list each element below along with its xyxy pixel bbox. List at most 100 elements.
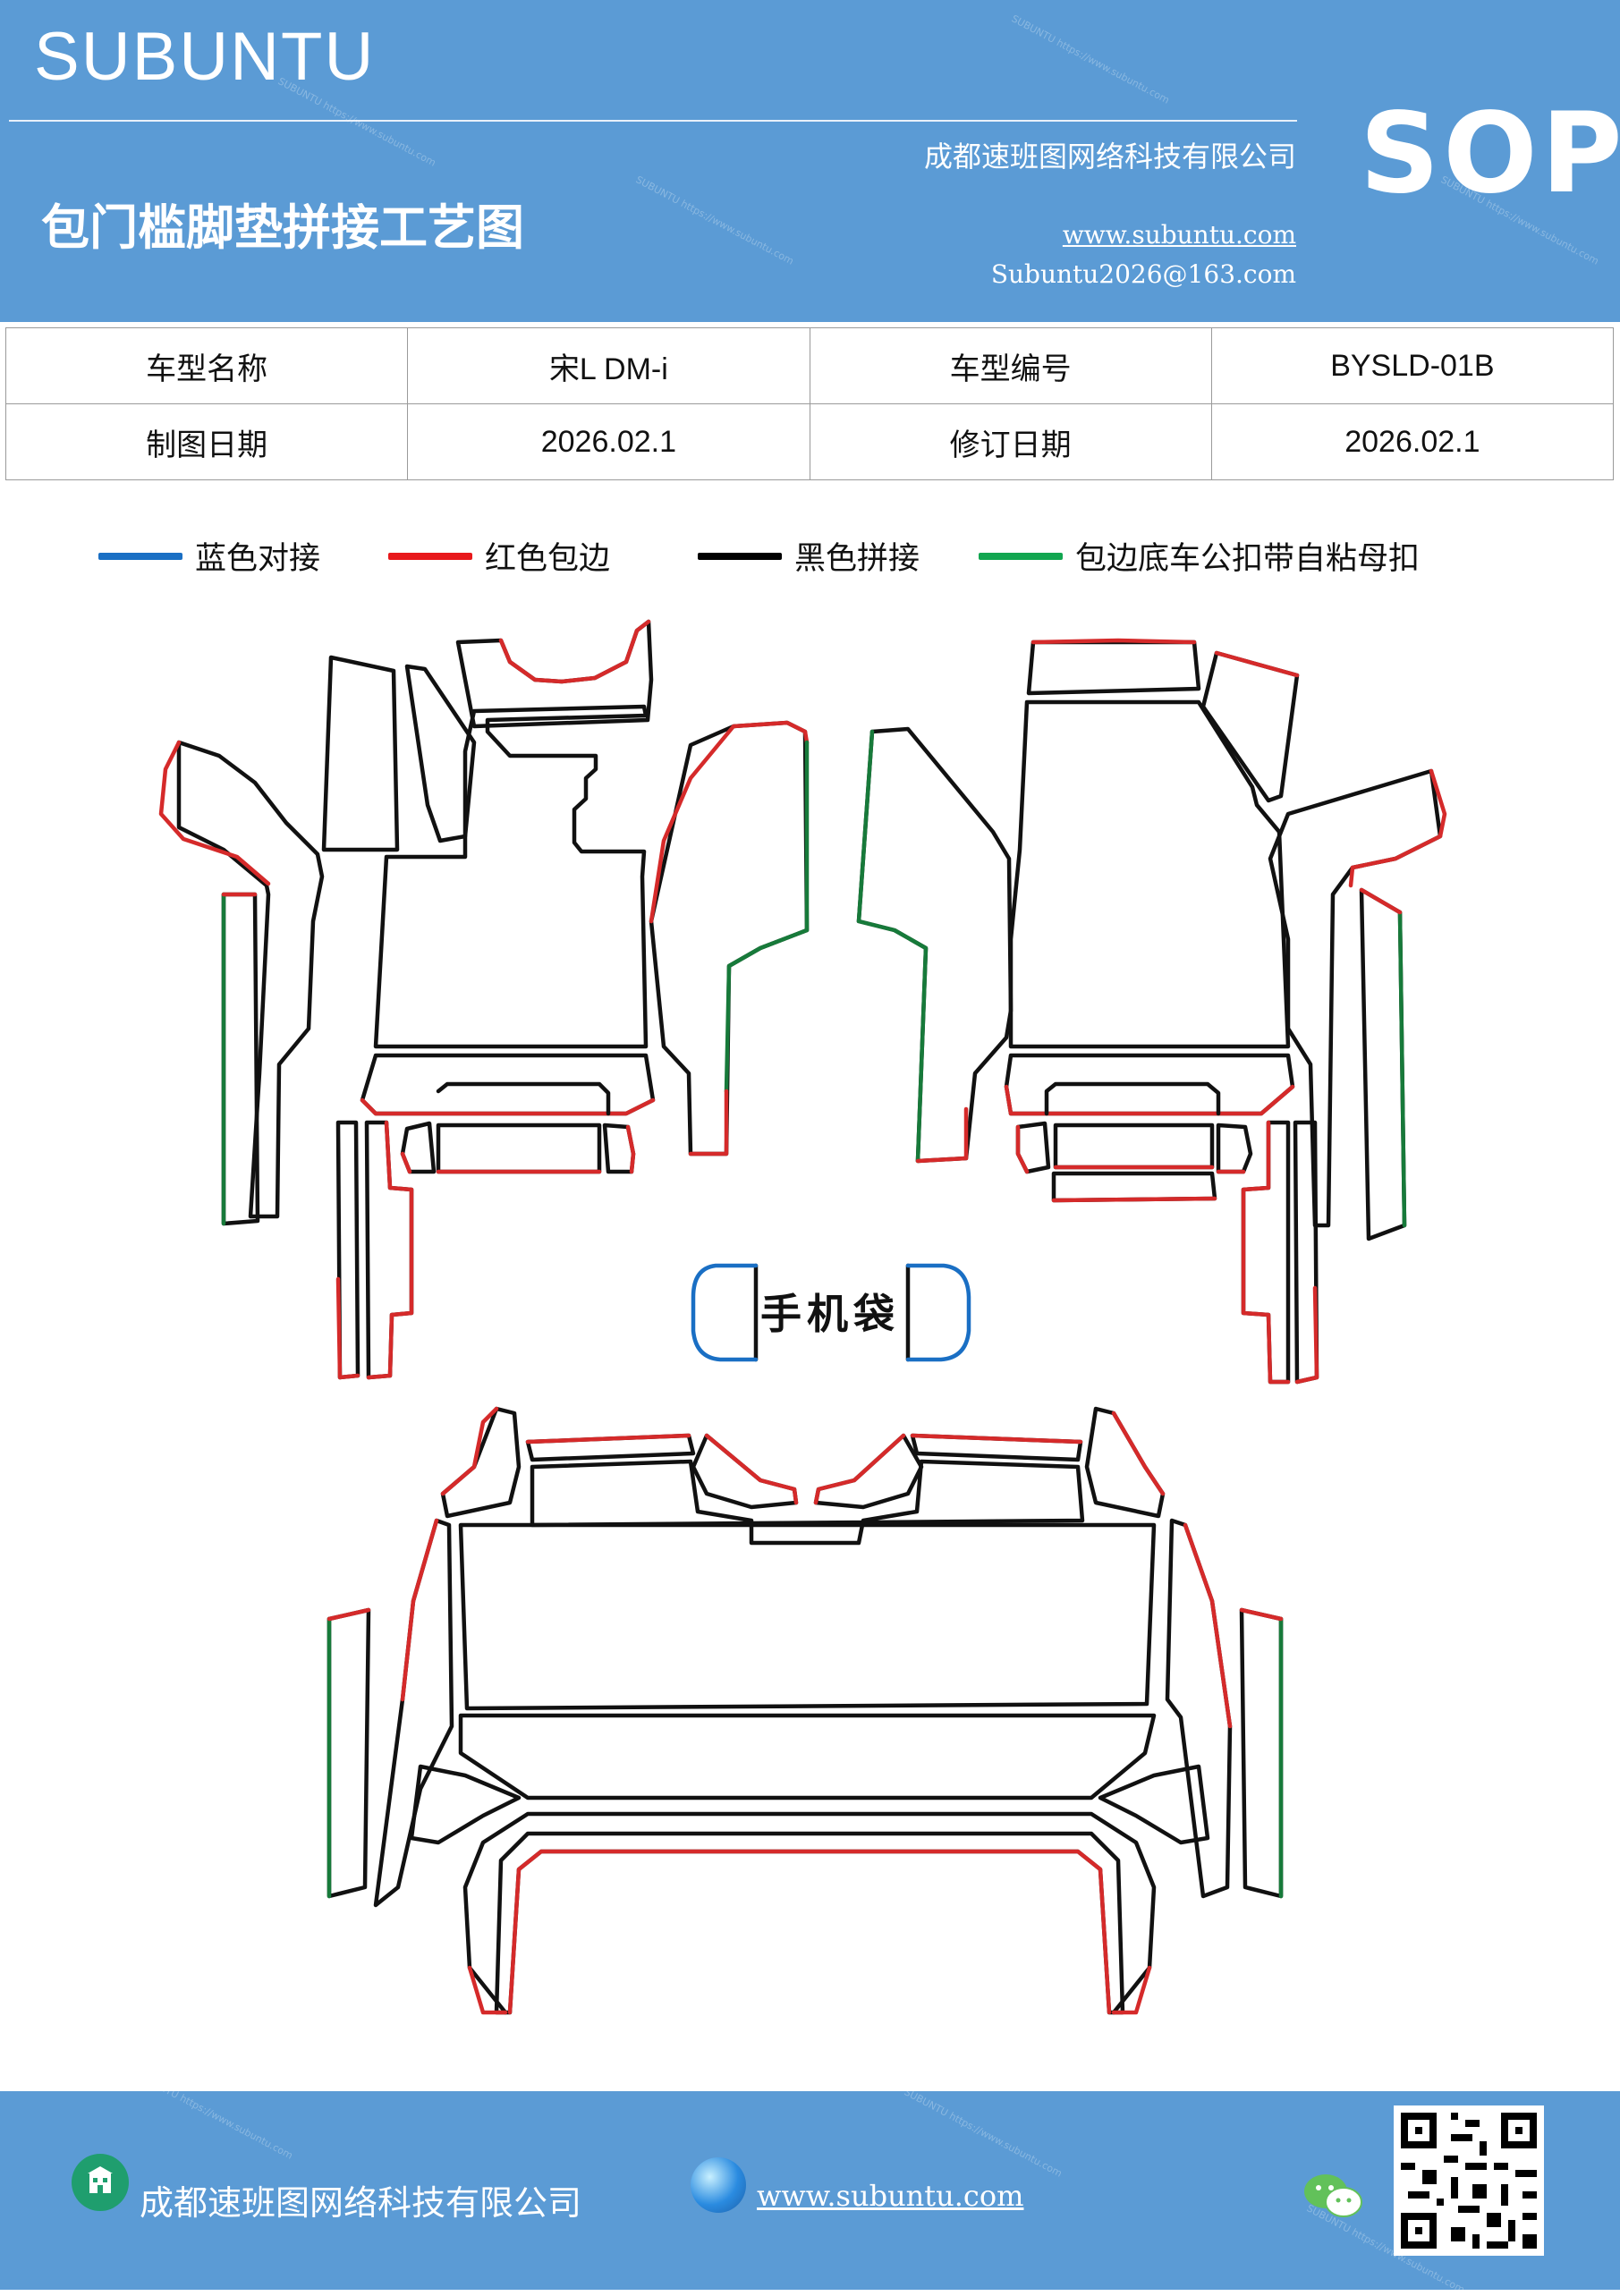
front-right-bottom-inner [1044,1081,1221,1116]
rear-upper-panel [530,1459,1085,1546]
rear-inner-wing-right [1098,1764,1210,1845]
footer-company: 成都速班图网络科技有限公司 [140,2183,582,2223]
document-title: 包门槛脚垫拼接工艺图 [41,199,524,256]
rear-right-outer-strip-red [1239,1607,1284,1622]
lower-side-left-red [400,1151,412,1174]
lower-bar-right [1051,1171,1217,1203]
rear-left-pillar [373,1518,454,1908]
front-right-bottom-bar-red [1004,1084,1295,1116]
page-footer: 成都速班图网络科技有限公司 www.subuntu.com [0,2068,1620,2296]
rear-footwell [494,1831,1125,2015]
header-company: 成都速班图网络科技有限公司 [923,140,1296,174]
page-header: SUBUNTU 包门槛脚垫拼接工艺图 成都速班图网络科技有限公司 www.sub… [0,0,1620,322]
model-name-label: 车型名称 [4,327,409,404]
rear-side-cap-right [1084,1406,1166,1519]
table-row: 制图日期 2026.02.1 修订日期 2026.02.1 [4,403,1615,480]
rear-left-pillar-red [400,1518,439,1702]
lower-side-right-b [1216,1123,1253,1174]
draw-date-value: 2026.02.1 [407,403,810,480]
rear-notch-left-red [704,1433,799,1505]
legend: 蓝色对接 红色包边 黑色拼接 包边底车公扣带自粘母扣 [0,533,1620,578]
lower-side-right-red [625,1124,636,1174]
rear-top-bar-right-red [910,1433,1083,1445]
rear-side-cap-right-red [1111,1411,1166,1496]
pillar-strip [321,655,400,852]
watermark: SUBUNTU https://www.subuntu.com [132,2068,295,2162]
lower-bar-right-red [1051,1196,1217,1203]
rear-notch-left [691,1433,799,1510]
phone-pocket-left-blue [691,1263,759,1362]
threshold-strip-right-2-red [1294,1285,1319,1385]
lower-square-piece [436,1123,602,1174]
top-cap-edge [498,619,651,684]
threshold-strip-right-1-red [1241,1120,1291,1385]
rear-side-cap-left-red [440,1406,499,1496]
rear-notch-right-red [813,1433,906,1505]
rear-inner-wing-left [409,1764,522,1845]
rear-top-bar-left-red [525,1433,691,1445]
mat-splicing-diagram: 手机袋 [158,619,1447,2015]
revise-date-value: 2026.02.1 [1210,403,1615,480]
rear-outer-arch-left [462,1811,1157,2015]
phone-pocket-right-blue [905,1263,971,1362]
globe-icon [691,2157,746,2213]
lower-side-right-a-red [1015,1124,1030,1174]
outer-wedge [176,740,325,1219]
long-strip-right-red [1359,887,1403,915]
center-console-left-red [649,720,810,924]
legend-label: 蓝色对接 [195,541,321,577]
legend-label: 黑色拼接 [794,541,920,577]
legend-swatch-red [388,552,472,560]
sop-badge: SOP [1360,89,1620,218]
rear-right-pillar-red [1183,1522,1233,1729]
rear-outer-arch-left-red [467,1965,508,2015]
front-bottom-bar-inner [436,1081,611,1116]
header-website-link[interactable]: www.subuntu.com [1062,220,1296,250]
brand-name: SUBUNTU [34,19,376,95]
front-left-floor-mat [373,704,649,1049]
rear-left-outer-strip-red [327,1607,371,1622]
model-code-value: BYSLD-01B [1210,327,1615,404]
model-code-label: 车型编号 [809,327,1212,404]
watermark: SUBUNTU https://www.subuntu.com [1009,13,1172,106]
center-console-right-green [856,729,929,1164]
front-left-mat-group [158,619,810,1380]
footer-website-link[interactable]: www.subuntu.com [757,2179,1024,2213]
rear-left-outer-strip [327,1607,371,1899]
watermark: SUBUNTU https://www.subuntu.com [633,174,796,267]
rear-main-mat [458,1522,1157,1711]
legend-swatch-blue [98,552,182,560]
wechat-icon[interactable] [1302,2172,1365,2225]
table-row: 车型名称 宋L DM-i 车型编号 BYSLD-01B [4,327,1615,404]
outer-wedge-edge [158,740,271,886]
threshold-strip-right-2 [1293,1120,1319,1385]
qr-code[interactable] [1394,2105,1544,2256]
header-divider [9,120,1297,122]
long-strip-right-green [1397,910,1407,1228]
model-name-value: 宋L DM-i [407,327,810,404]
threshold-strip-right-1 [1241,1120,1291,1385]
long-strip-right [1359,887,1407,1241]
legend-item-blue: 蓝色对接 [98,533,320,579]
rear-mat-group [327,1406,1284,2015]
legend-label: 包边底车公扣带自粘母扣 [1075,541,1421,577]
draw-date-label: 制图日期 [4,403,409,480]
rear-lower-band [458,1713,1157,1800]
legend-item-black: 黑色拼接 [698,533,920,579]
threshold-strip-1-red [335,1276,360,1380]
legend-swatch-black [698,552,782,560]
center-console-right-red [915,1106,969,1164]
center-console-left-red2 [688,1089,729,1156]
phone-pocket-label: 手机袋 [760,1290,900,1338]
center-console-left-green [724,740,810,1094]
front-right-mat-group [856,638,1447,1385]
center-console-right [856,726,1014,1164]
legend-item-red: 红色包边 [388,533,610,579]
header-email: Subuntu2026@163.com [990,259,1296,289]
legend-item-green: 包边底车公扣带自粘母扣 [979,533,1420,579]
rear-right-outer-strip [1239,1607,1284,1899]
revise-date-label: 修订日期 [809,403,1212,480]
building-icon [72,2154,129,2211]
rear-outer-arch-right-red [1111,1965,1152,2015]
top-small-bar-right [1026,640,1201,696]
